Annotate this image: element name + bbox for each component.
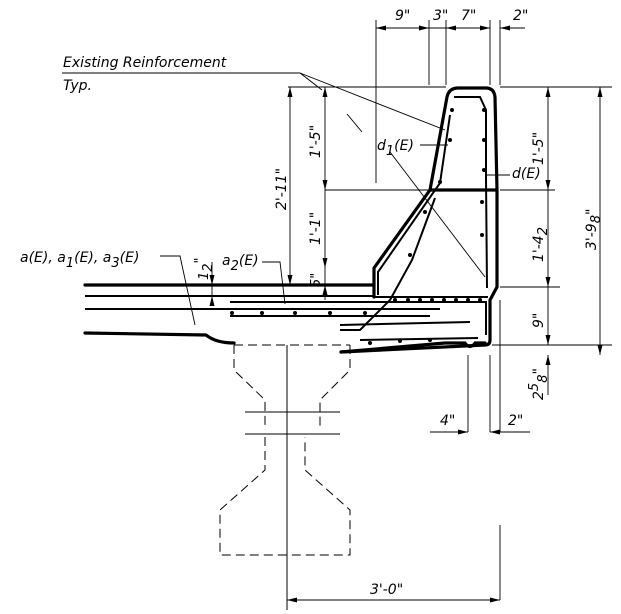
rebar-a-low [339,321,471,326]
dim-left-5: 5" [309,273,324,287]
dim-top-3: 3" [433,8,448,24]
label-dE: d(E) [512,166,541,182]
rebar-a-top [230,301,487,335]
rebar-d1-back [454,96,488,289]
dim-bottom-4: 4" [440,413,455,429]
dim-top-2: 2" [513,8,528,24]
dim-right-1-4: 1'-42 [531,227,551,262]
soffit-under-barrier [339,341,487,354]
label-a-group: a(E), a1(E), a3(E) [20,250,139,271]
dim-right-1-5: 1'-5" [531,132,547,165]
leader-lines [62,72,510,326]
rebar-dots [230,108,486,345]
dim-top-9: 9" [395,8,410,24]
dim-bottom-2: 2" [508,413,523,429]
deck-bottom-line [83,331,236,345]
rebar-d-lower [340,197,436,331]
dim-right-2-5: 258" [527,368,551,400]
dim-right-3-9: 3'-98" [584,209,604,250]
dim-left-1-1: 1'-1" [308,212,324,245]
dim-top-7: 7" [461,8,476,24]
barrier-outline [339,86,499,354]
rebar-d-front [377,114,451,295]
dim-right-9: 9" [531,313,547,328]
dimension-lines [209,25,603,603]
extension-lines [288,20,612,600]
dim-left-1-5: 1'-5" [308,125,324,158]
note-typ: Typ. [63,78,92,94]
label-d1E: d1(E) [377,138,414,159]
label-a2E: a2(E) [222,253,259,274]
dim-left-half: 12" [193,257,216,280]
girder-outline [219,344,351,556]
dim-left-2-11: 2'-11" [274,168,290,210]
note-existing-reinforcement: Existing Reinforcement [63,55,227,71]
rebar-a-bot [359,337,479,341]
dim-bottom-3-0: 3'-0" [370,582,403,598]
